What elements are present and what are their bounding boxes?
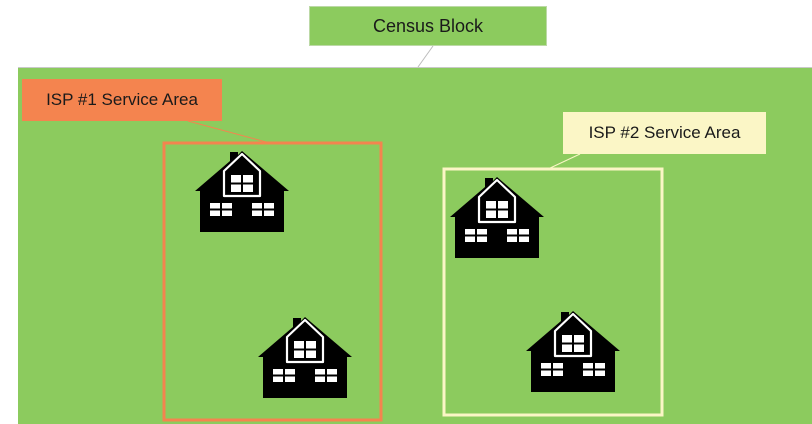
isp2-leader-line — [547, 153, 581, 170]
house-icon — [256, 315, 354, 400]
census-block-label: Census Block — [309, 6, 547, 46]
isp1-service-area-label: ISP #1 Service Area — [22, 79, 222, 121]
census-block-leader-line — [417, 45, 434, 68]
isp2-service-boundary — [442, 167, 664, 417]
isp1-service-boundary — [162, 141, 383, 422]
isp1-leader-line — [187, 120, 271, 144]
house-icon — [193, 149, 291, 234]
house-icon — [448, 175, 546, 260]
isp2-service-area-label: ISP #2 Service Area — [563, 112, 766, 154]
house-icon — [524, 309, 622, 394]
